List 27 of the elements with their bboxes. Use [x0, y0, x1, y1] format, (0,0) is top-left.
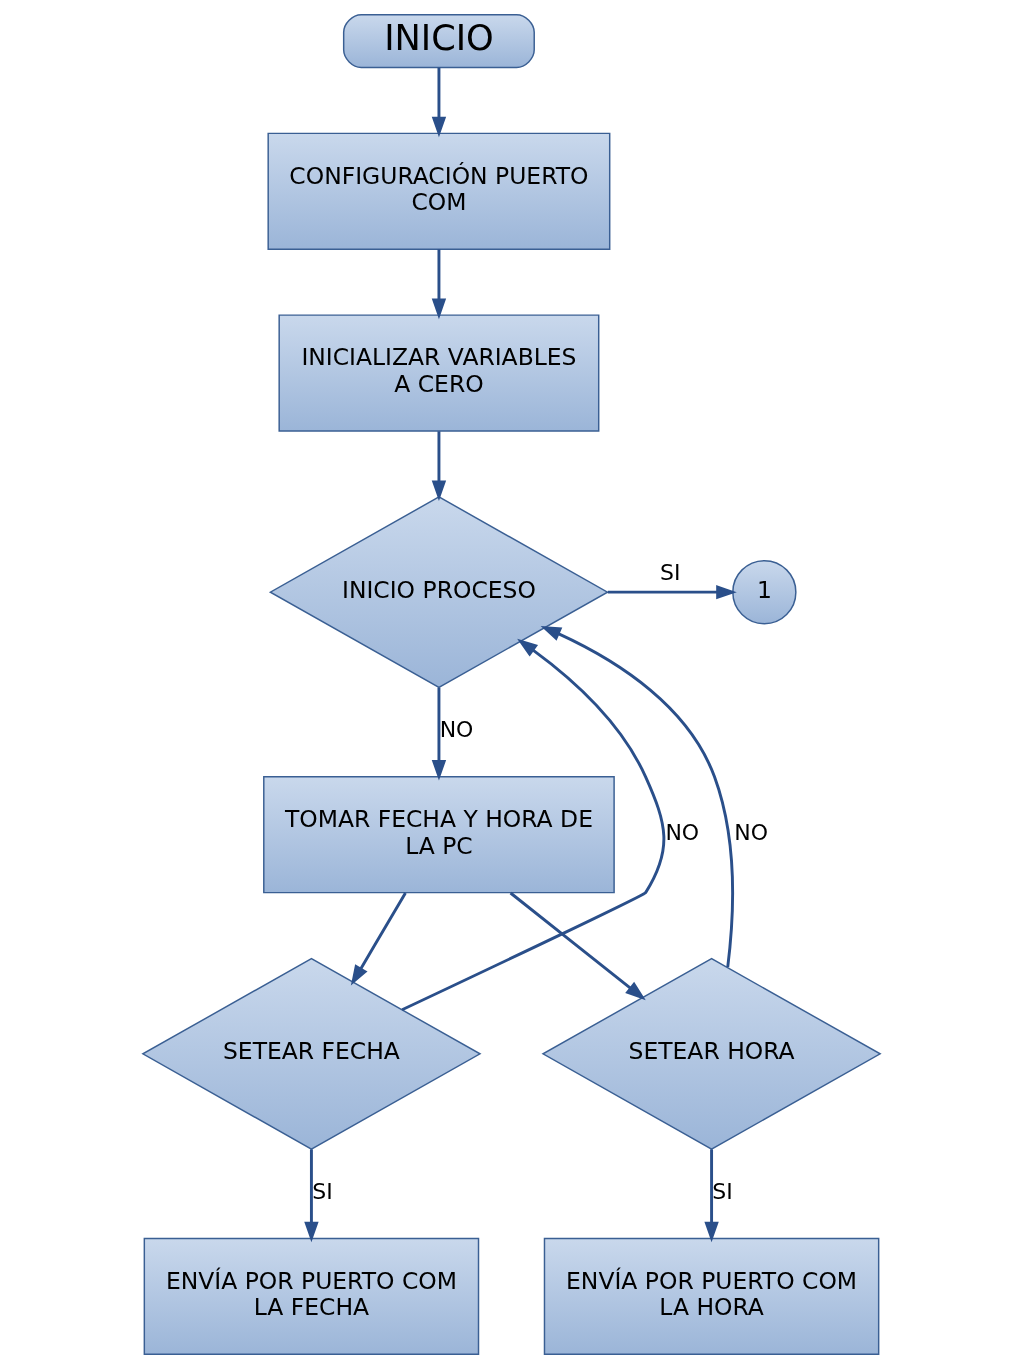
edge-label: NO: [439, 717, 473, 743]
node-box: ENVÍA POR PUERTO COM LA FECHA: [143, 1237, 479, 1356]
node-box: INICIO: [342, 13, 535, 69]
node-diamond: SETEAR HORA: [541, 957, 882, 1150]
arrow: [431, 687, 446, 781]
arrow: [303, 1149, 319, 1243]
arrow: [431, 67, 446, 138]
node-box: CONFIGURACIÓN PUERTO COM: [266, 132, 610, 250]
node-box: TOMAR FECHA Y HORA DE LA PC: [262, 776, 615, 894]
arrow: [431, 431, 446, 502]
node-box: ENVÍA POR PUERTO COM LA HORA: [543, 1237, 879, 1356]
arrow: [401, 638, 665, 1012]
edge-label: NO: [733, 819, 768, 845]
node-diamond: INICIO PROCESO: [268, 496, 609, 689]
node-diamond: SETEAR FECHA: [140, 957, 481, 1150]
node-box: INICIALIZAR VARIABLES A CERO: [277, 314, 599, 432]
arrow: [431, 249, 446, 320]
arrow: [703, 1149, 719, 1243]
arrow: [350, 892, 407, 986]
edge-label: SI: [711, 1178, 733, 1204]
edge-label: NO: [664, 819, 699, 845]
arrow: [607, 584, 737, 600]
node-circle: 1: [731, 559, 797, 625]
arrow: [540, 625, 734, 968]
edge-label: SI: [311, 1178, 333, 1204]
arrow: [509, 891, 646, 1001]
edge-label: SI: [659, 560, 680, 586]
